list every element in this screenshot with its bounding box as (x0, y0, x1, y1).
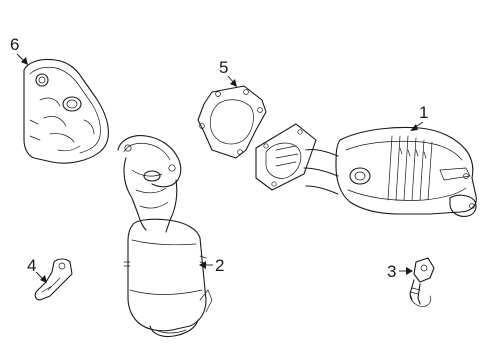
part-2-catalytic-converter (117, 135, 213, 338)
part-4-bracket (34, 258, 73, 301)
part-1-exhaust-manifold (255, 123, 477, 217)
callout-4-leader (35, 271, 44, 280)
callout-3-arrowhead (406, 267, 413, 275)
part-6-heat-shield (23, 58, 109, 164)
callout-6: 6 (10, 35, 28, 65)
callout-5: 5 (219, 58, 237, 87)
callout-4-arrowhead (40, 275, 47, 283)
callout-2: 2 (199, 256, 224, 275)
callout-1-label: 1 (419, 103, 428, 122)
part-5-gasket (197, 85, 267, 159)
callout-1-arrowhead (410, 124, 418, 131)
callout-5-arrowhead (230, 79, 237, 87)
callout-1: 1 (410, 103, 428, 131)
callout-5-label: 5 (219, 58, 228, 77)
callout-6-arrowhead (21, 57, 28, 65)
callout-3-label: 3 (387, 262, 396, 281)
callout-4: 4 (27, 256, 47, 283)
callout-6-leader (16, 53, 25, 62)
callout-6-label: 6 (10, 35, 19, 54)
callout-3: 3 (387, 262, 413, 281)
callout-4-label: 4 (27, 256, 36, 275)
callout-2-arrowhead (199, 261, 206, 269)
callout-2-label: 2 (215, 256, 224, 275)
part-3-bracket-stud (409, 257, 435, 307)
